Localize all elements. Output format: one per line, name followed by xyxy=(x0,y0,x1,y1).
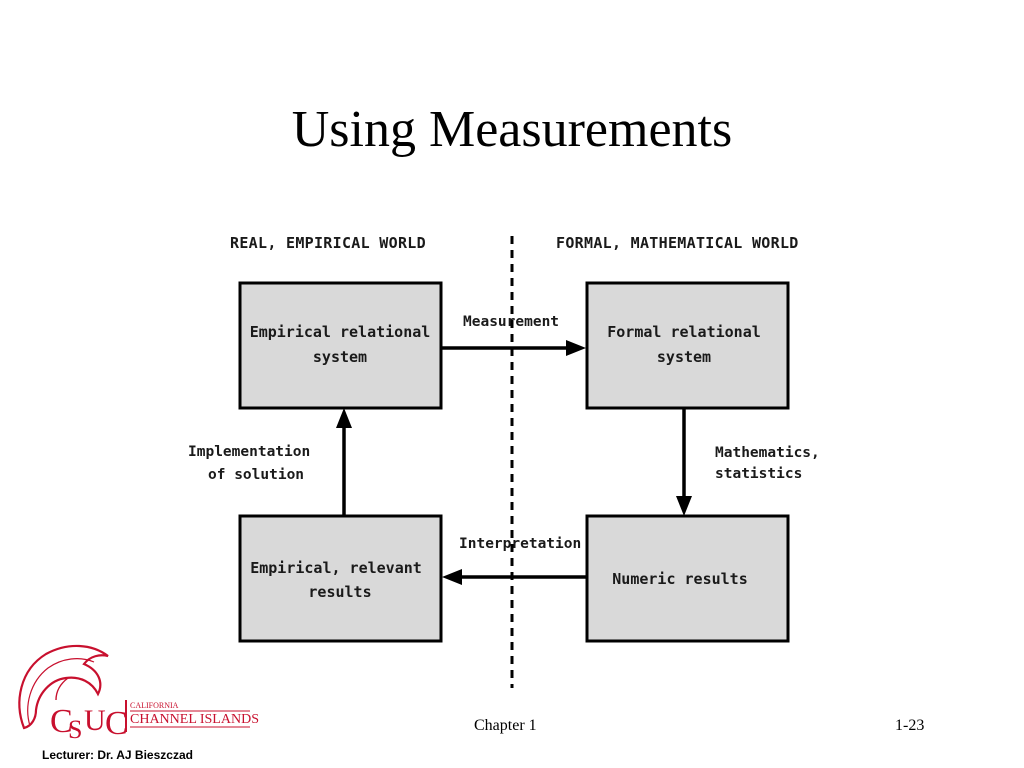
logo-top-text: CALIFORNIA xyxy=(130,701,179,710)
footer-page-number: 1-23 xyxy=(895,717,925,734)
slide-title: Using Measurements xyxy=(291,101,733,158)
box-label-line: system xyxy=(657,348,711,366)
logo-main-text: CHANNEL ISLANDS xyxy=(130,712,259,727)
arrow-label-line: Implementation xyxy=(188,444,310,460)
svg-text:C: C xyxy=(105,705,128,740)
measurement-arrow: Measurement xyxy=(441,314,586,356)
arrow-label-line: Mathematics, xyxy=(715,445,820,461)
arrow-label-line: of solution xyxy=(208,467,304,483)
box-label-line: Formal relational xyxy=(607,323,761,341)
dolphin-mark xyxy=(18,644,109,730)
formal-relational-system-box: Formal relational system xyxy=(585,281,790,410)
empirical-relational-system-box: Empirical relational system xyxy=(238,281,443,410)
mathematics-arrow: Mathematics, statistics xyxy=(676,408,820,516)
arrow-label: Measurement xyxy=(463,314,559,330)
arrow-label: Interpretation xyxy=(459,536,581,552)
university-logo: C S U C CALIFORNIA CHANNEL ISLANDS xyxy=(18,644,259,740)
svg-text:S: S xyxy=(68,715,82,740)
implementation-arrow: Implementation of solution xyxy=(188,408,352,516)
box-label-line: system xyxy=(313,348,367,366)
logo-letters: C xyxy=(50,703,73,740)
interpretation-arrow: Interpretation xyxy=(442,536,587,585)
box-label-line: Numeric results xyxy=(612,570,747,588)
footer-chapter: Chapter 1 xyxy=(474,717,537,734)
empirical-relevant-results-box: Empirical, relevant results xyxy=(238,514,443,643)
box-label-line: Empirical, relevant xyxy=(250,559,422,577)
numeric-results-box: Numeric results xyxy=(585,514,790,643)
svg-text:U: U xyxy=(84,704,106,737)
box-label-line: results xyxy=(308,583,371,601)
right-world-label: FORMAL, MATHEMATICAL WORLD xyxy=(556,234,799,252)
arrow-label-line: statistics xyxy=(715,466,802,482)
left-world-label: REAL, EMPIRICAL WORLD xyxy=(230,234,426,252)
footer-lecturer: Lecturer: Dr. AJ Bieszczad xyxy=(42,748,193,762)
box-label-line: Empirical relational xyxy=(250,323,431,341)
